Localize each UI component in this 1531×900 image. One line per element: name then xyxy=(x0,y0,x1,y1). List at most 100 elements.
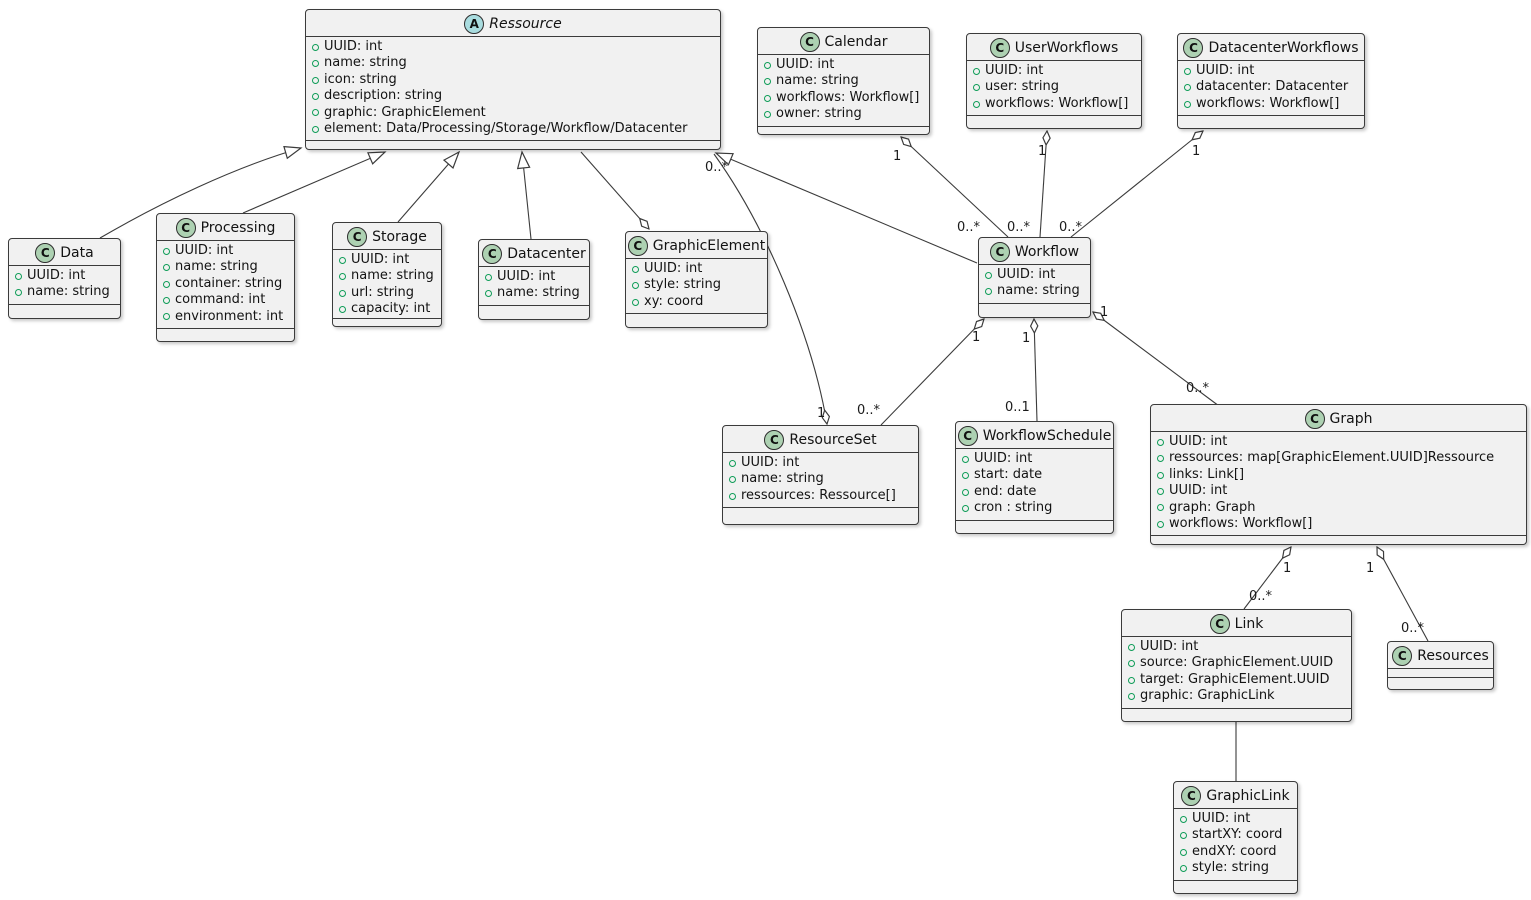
attribute-text: name: string xyxy=(741,471,824,487)
field-visibility-icon xyxy=(962,455,969,463)
relation-workflow-workflowschedule xyxy=(1034,319,1037,422)
attribute-row: UUID: int xyxy=(479,269,589,285)
field-visibility-icon xyxy=(1157,520,1164,528)
class-icon: C xyxy=(989,241,1010,262)
attribute-text: name: string xyxy=(324,55,407,71)
attribute-row: graph: Graph xyxy=(1151,500,1526,516)
field-visibility-icon xyxy=(764,78,771,86)
attribute-text: command: int xyxy=(175,292,266,308)
multiplicity-label: 1 xyxy=(1192,144,1200,159)
field-visibility-icon xyxy=(973,84,980,92)
attribute-row: UUID: int xyxy=(626,261,767,277)
attribute-text: links: Link[] xyxy=(1169,466,1245,482)
attribute-text: workflows: Workflow[] xyxy=(985,95,1129,111)
relation-processing-ressource xyxy=(242,151,387,214)
attribute-text: UUID: int xyxy=(1140,639,1199,654)
attribute-row: name: string xyxy=(758,73,929,89)
field-visibility-icon xyxy=(163,280,170,288)
field-visibility-icon xyxy=(1128,676,1135,684)
attribute-text: user: string xyxy=(985,79,1059,95)
attribute-text: datacenter: Datacenter xyxy=(1196,79,1349,95)
multiplicity-label: 0..* xyxy=(1059,220,1083,235)
field-visibility-icon xyxy=(1180,864,1187,872)
attribute-text: workflows: Workflow[] xyxy=(1196,95,1340,111)
attribute-row: name: string xyxy=(157,259,294,275)
attribute-text: environment: int xyxy=(175,308,284,324)
methods-section xyxy=(626,314,767,327)
field-visibility-icon xyxy=(962,472,969,480)
class-icon: C xyxy=(799,31,820,52)
attribute-row: environment: int xyxy=(157,309,294,325)
field-visibility-icon xyxy=(163,264,170,272)
multiplicity-label: 0..* xyxy=(1401,621,1425,636)
attribute-text: UUID: int xyxy=(776,57,835,72)
field-visibility-icon xyxy=(729,476,736,484)
multiplicity-label: 0..* xyxy=(857,403,881,418)
field-visibility-icon xyxy=(1180,832,1187,840)
attribute-row: cron : string xyxy=(956,500,1113,516)
class-icon: C xyxy=(175,217,196,238)
attribute-text: container: string xyxy=(175,275,283,291)
attribute-row: target: GraphicElement.UUID xyxy=(1122,672,1351,688)
attribute-text: url: string xyxy=(351,284,415,300)
field-visibility-icon xyxy=(973,67,980,75)
methods-section xyxy=(333,319,441,326)
multiplicity-label: 1 xyxy=(1283,561,1291,576)
attribute-row: style: string xyxy=(626,277,767,293)
attribute-row: workflows: Workflow[] xyxy=(1178,96,1364,112)
relation-workflow-ressource xyxy=(714,152,978,264)
attribute-text: UUID: int xyxy=(1169,483,1228,499)
field-visibility-icon xyxy=(729,459,736,467)
field-visibility-icon xyxy=(312,76,319,84)
attribute-row: UUID: int xyxy=(979,267,1090,283)
relation-workflow-resourceset xyxy=(880,319,984,426)
class-name: Datacenter xyxy=(507,245,586,262)
attribute-row: graphic: GraphicElement xyxy=(306,105,720,121)
field-visibility-icon xyxy=(15,289,22,297)
relation-graph-link xyxy=(1243,547,1291,610)
attribute-text: UUID: int xyxy=(644,261,703,276)
field-visibility-icon xyxy=(632,298,639,306)
class-name: Storage xyxy=(372,228,427,245)
attribute-row: ressources: map[GraphicElement.UUID]Ress… xyxy=(1151,450,1526,466)
attribute-row: start: date xyxy=(956,467,1113,483)
class-icon: C xyxy=(989,37,1010,58)
attribute-text: end: date xyxy=(974,483,1037,499)
class-name: WorkflowSchedule xyxy=(982,427,1112,444)
abstract-class-icon: A xyxy=(464,13,485,34)
attribute-text: style: string xyxy=(1192,860,1270,876)
attribute-row: ressources: Ressource[] xyxy=(723,488,918,504)
field-visibility-icon xyxy=(163,296,170,304)
field-visibility-icon xyxy=(312,60,319,68)
field-visibility-icon xyxy=(632,282,639,290)
attribute-row: name: string xyxy=(979,283,1090,299)
class-name: DatacenterWorkflows xyxy=(1208,39,1359,56)
field-visibility-icon xyxy=(1180,848,1187,856)
attribute-row: name: string xyxy=(479,285,589,301)
attribute-row: graphic: GraphicLink xyxy=(1122,688,1351,704)
class-name: GraphicLink xyxy=(1206,787,1290,804)
attribute-row: endXY: coord xyxy=(1174,844,1297,860)
attribute-row: UUID: int xyxy=(1151,434,1526,450)
attribute-text: name: string xyxy=(175,259,258,275)
